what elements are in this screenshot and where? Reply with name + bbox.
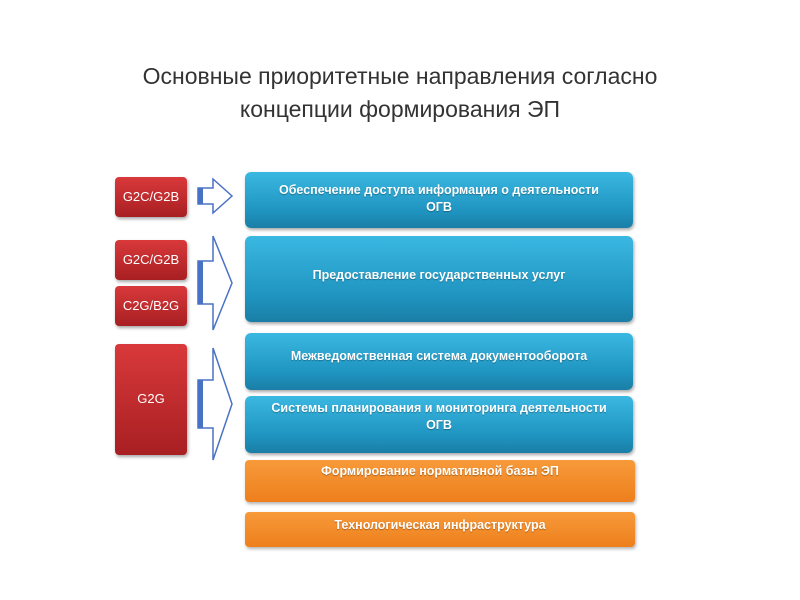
direction-public-services: Предоставление государственных услуг	[245, 236, 633, 322]
direction-label: Системы планирования и мониторинга деяте…	[271, 401, 607, 415]
direction-info-access: Обеспечение доступа информация о деятель…	[245, 172, 633, 228]
category-g2g: G2G	[115, 344, 187, 455]
arrow-right-icon	[197, 347, 233, 461]
direction-label: Предоставление государственных услуг	[312, 268, 566, 282]
category-c2g-b2g: C2G/B2G	[115, 286, 187, 326]
category-g2c-g2b-1: G2C/G2B	[115, 177, 187, 217]
direction-label: ОГВ	[426, 200, 452, 214]
slide-title-line1: Основные приоритетные направления соглас…	[142, 63, 658, 89]
direction-regulatory-base: Формирование нормативной базы ЭП	[245, 460, 635, 502]
direction-label: ОГВ	[426, 418, 452, 432]
direction-label: Обеспечение доступа информация о деятель…	[278, 183, 599, 197]
arrow-right-icon	[197, 235, 233, 331]
direction-document-flow: Межведомственная система документооборот…	[245, 333, 633, 390]
direction-label: Технологическая инфраструктура	[334, 518, 546, 532]
direction-label: Межведомственная система документооборот…	[290, 349, 588, 363]
direction-planning-monitoring: Системы планирования и мониторинга деяте…	[245, 396, 633, 453]
arrow-right-icon	[197, 177, 234, 215]
direction-label: Формирование нормативной базы ЭП	[321, 464, 559, 478]
slide-title-line2: концепции формирования ЭП	[239, 96, 561, 122]
direction-tech-infrastructure: Технологическая инфраструктура	[245, 512, 635, 547]
category-g2c-g2b-2: G2C/G2B	[115, 240, 187, 280]
